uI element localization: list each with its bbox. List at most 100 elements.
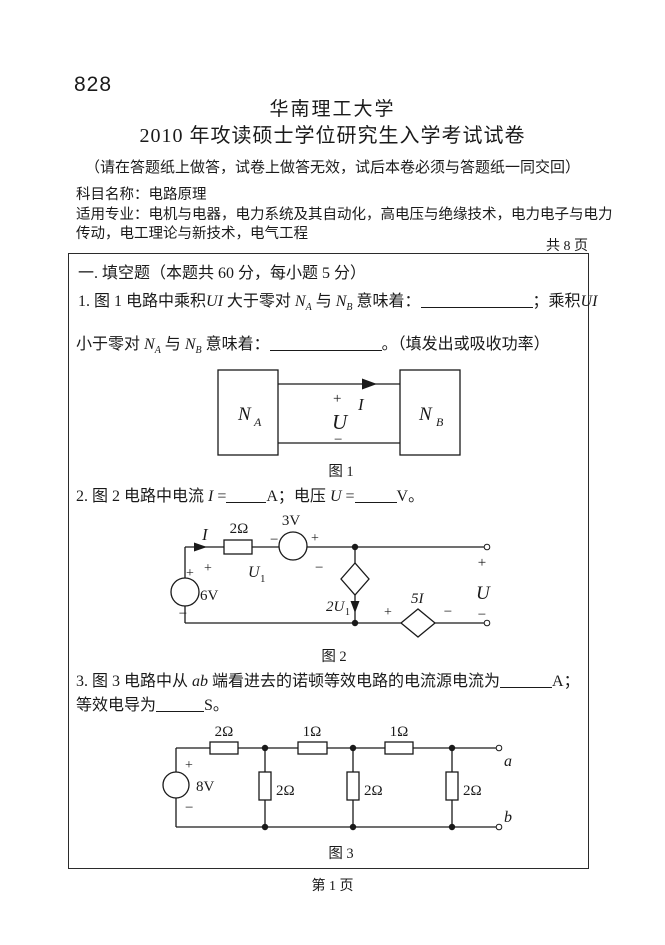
math-var-ui: UI xyxy=(580,293,598,310)
label-3v: 3V xyxy=(282,513,301,529)
math-subscript-a: A xyxy=(305,302,312,313)
label-na: N xyxy=(237,404,252,425)
math-var-u: U xyxy=(329,488,342,505)
math-var-n: N xyxy=(294,293,306,310)
question-1-line2: 小于零对 NA 与 NB 意味着：。（填发出或吸收功率） xyxy=(76,330,550,356)
math-var-n: N xyxy=(335,293,347,310)
label-8v: 8V xyxy=(196,779,215,795)
label-6v: 6V xyxy=(200,588,219,604)
node-dot xyxy=(349,823,357,831)
label-i: I xyxy=(357,395,365,414)
label-shunt-2ohm: 2Ω xyxy=(276,783,295,799)
terminal-b-open xyxy=(495,823,503,831)
label-terminal-a: a xyxy=(504,753,512,770)
q1-text: 小于零对 xyxy=(76,336,145,353)
exam-notice: （请在答题纸上做答，试卷上做答无效，试后本卷必须与答题纸一同交回） xyxy=(84,160,580,176)
node-dot xyxy=(351,543,359,551)
q3-text: S。 xyxy=(204,697,229,714)
subject-name: 科目名称：电路原理 xyxy=(76,187,207,203)
label-1ohm: 1Ω xyxy=(390,724,409,740)
answer-blank xyxy=(156,696,205,712)
resistor-series-2ohm xyxy=(209,741,239,755)
q2-text: = xyxy=(341,488,355,505)
q1-text: 意味着： xyxy=(352,293,421,310)
label-nb-sub: B xyxy=(436,415,444,429)
plus-sign: + xyxy=(333,391,341,407)
plus-sign: + xyxy=(204,561,212,576)
label-na-sub: A xyxy=(253,415,262,429)
plus-sign: + xyxy=(311,531,319,546)
q1-text: 1. 图 1 电路中乘积 xyxy=(78,293,207,310)
label-shunt-2ohm: 2Ω xyxy=(463,783,482,799)
node-dot xyxy=(448,823,456,831)
q1-text: 与 xyxy=(160,336,185,353)
network-na-box xyxy=(217,369,279,456)
label-nb: N xyxy=(418,404,433,425)
answer-blank xyxy=(500,672,553,688)
current-arrow-icon xyxy=(362,378,377,390)
resistor-shunt-2ohm xyxy=(346,771,360,801)
plus-sign: + xyxy=(185,758,193,773)
answer-blank xyxy=(354,487,397,503)
q1-text: 意味着： xyxy=(201,336,270,353)
q3-text: A； xyxy=(552,673,580,690)
node-dot xyxy=(261,744,269,752)
resistor-series-1ohm xyxy=(297,741,328,755)
answer-blank xyxy=(420,292,533,308)
node-dot xyxy=(448,744,456,752)
node-dot xyxy=(349,744,357,752)
question-border-box xyxy=(68,253,589,869)
label-terminal-b: b xyxy=(504,809,512,826)
q1-text: 与 xyxy=(311,293,336,310)
total-pages: 共 8 页 xyxy=(546,239,588,254)
figure-1-circuit: N A N B + U − I xyxy=(217,369,461,456)
voltage-source-8v xyxy=(162,771,190,799)
math-var-ui: UI xyxy=(206,293,223,310)
label-u1: U xyxy=(248,564,261,581)
majors-line2: 传动，电工理论与新技术，电气工程 xyxy=(76,226,308,242)
terminal-open xyxy=(483,543,491,551)
figure-3-circuit: 2Ω 1Ω 1Ω + 8V − 2Ω 2Ω 2Ω a b xyxy=(162,724,512,831)
math-subscript-b: B xyxy=(195,345,202,356)
minus-sign: − xyxy=(185,800,193,816)
resistor-shunt-2ohm xyxy=(445,771,459,801)
q1-text: 。（填发出或吸收功率） xyxy=(381,336,550,353)
terminal-open xyxy=(483,619,491,627)
label-shunt-2ohm: 2Ω xyxy=(364,783,383,799)
q1-text: ；乘积 xyxy=(532,293,581,310)
q1-text: 大于零对 xyxy=(222,293,295,310)
label-2u1-sub: 1 xyxy=(345,607,350,618)
minus-sign: − xyxy=(478,607,486,623)
minus-sign: − xyxy=(444,604,452,620)
plus-sign: + xyxy=(384,605,392,620)
voltage-source-6v xyxy=(170,577,200,607)
question-1-line1: 1. 图 1 电路中乘积UI 大于零对 NA 与 NB 意味着：；乘积UI xyxy=(78,287,597,313)
section-heading: 一. 填空题（本题共 60 分，每小题 5 分） xyxy=(78,265,367,282)
figure-2-caption: 图 2 xyxy=(321,649,347,665)
math-var-i: I xyxy=(208,488,214,505)
minus-sign: − xyxy=(179,606,187,622)
answer-blank xyxy=(226,487,267,503)
label-1ohm: 1Ω xyxy=(303,724,322,740)
majors-line1: 适用专业：电机与电器，电力系统及其自动化，高电压与绝缘技术，电力电子与电力 xyxy=(76,207,613,223)
math-var-n: N xyxy=(184,336,196,353)
q3-text: 3. 图 3 电路中从 xyxy=(76,673,193,690)
node-dot xyxy=(351,619,359,627)
plus-sign: + xyxy=(186,566,194,581)
label-2ohm: 2Ω xyxy=(215,724,234,740)
exam-title: 2010 年攻读硕士学位研究生入学考试试卷 xyxy=(139,125,526,147)
university-name: 华南理工大学 xyxy=(269,99,396,120)
network-nb-box xyxy=(399,369,461,456)
figure-1-caption: 图 1 xyxy=(328,464,354,480)
minus-sign: − xyxy=(334,432,342,448)
math-subscript-b: B xyxy=(346,302,353,313)
current-arrow-icon xyxy=(194,542,207,552)
terminal-a-open xyxy=(495,744,503,752)
exam-code: 828 xyxy=(74,73,113,96)
math-var-n: N xyxy=(144,336,155,353)
label-2u1: 2U xyxy=(326,599,346,615)
label-5i: 5I xyxy=(411,591,425,607)
q2-text: A；电压 xyxy=(266,488,330,505)
